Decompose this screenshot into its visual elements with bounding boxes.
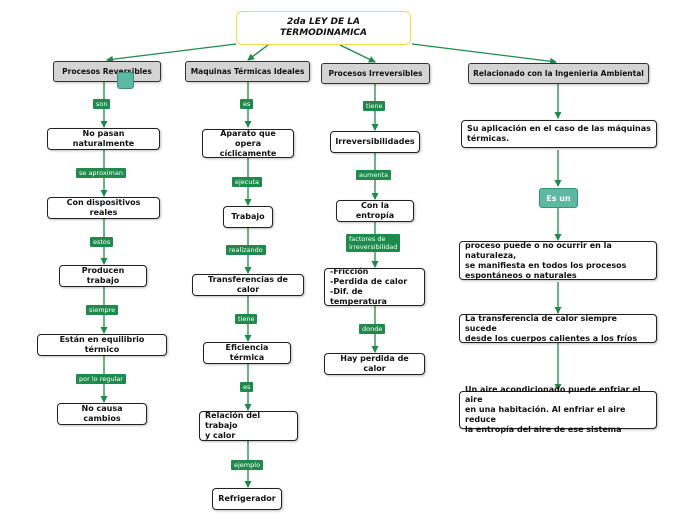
node-eficiencia-termica: Eficiencia térmica (203, 342, 291, 364)
node-relacion-trabajo-calor: Relación del trabajo y calor (199, 411, 298, 441)
node-con-dispositivos-reales: Con dispositivos reales (47, 197, 160, 219)
badge-es-un: Es un (539, 188, 578, 208)
link-label-donde: donde (359, 324, 386, 334)
node-no-pasan-naturalmente: No pasan naturalmente (47, 128, 160, 150)
category-procesos-reversibles: Procesos Reversibles (53, 61, 161, 82)
node-aire-acondicionado: Un aire acondicionado puede enfriar el a… (459, 385, 657, 434)
node-equilibrio-termico: Están en equilibrio térmico (37, 334, 167, 356)
node-aparato-ciclico: Aparato que opera cíclicamente (202, 129, 294, 158)
node-transferencias-de-calor: Transferencias de calor (192, 274, 304, 296)
link-label-tiene-c2: tiene (235, 314, 258, 324)
category-ingenieria-ambiental: Relacionado con la Ingenieria Ambiental (468, 63, 649, 84)
node-no-causa-cambios: No causa cambios (57, 403, 147, 425)
node-producen-trabajo: Producen trabajo (59, 265, 147, 287)
diagram-title: 2da LEY DE LA TERMODINAMICA (236, 11, 411, 45)
link-label-es-1: es (240, 99, 254, 109)
edge-title-irreversibles (339, 44, 376, 63)
node-irreversibilidades: Irreversibilidades (330, 131, 420, 153)
node-proceso-naturaleza: proceso puede o no ocurrir en la natural… (459, 241, 657, 280)
link-label-se-aproximan: se aproximan (76, 168, 126, 178)
link-label-aumenta: aumenta (356, 170, 392, 180)
link-label-por-lo-regular: por lo regular (76, 374, 126, 384)
link-label-son: son (93, 99, 111, 109)
node-con-la-entropia: Con la entropía (336, 200, 414, 222)
link-label-ejecuta: ejecuta (232, 177, 263, 187)
link-label-realizando: realizando (226, 245, 266, 255)
node-hay-perdida-de-calor: Hay perdida de calor (324, 353, 425, 375)
node-aplicacion-maquinas-termicas: Su aplicación en el caso de las máquinas… (461, 120, 657, 148)
node-factores-lista: -Fricción -Perdida de calor -Dif. de tem… (324, 267, 425, 306)
badge-square (117, 72, 134, 89)
category-procesos-irreversibles: Procesos Irreversibles (321, 63, 430, 84)
edge-title-maquinas (247, 44, 269, 61)
edge-title-reversibles (106, 43, 237, 63)
link-label-factores-irreversibilidad: factores de irreversibilidad (346, 234, 401, 252)
node-transferencia-calor-frio: La transferencia de calor siempre sucede… (459, 314, 657, 343)
link-label-es-2: es (240, 382, 254, 392)
link-label-estos: estos (90, 237, 114, 247)
link-label-siempre: siempre (86, 305, 119, 315)
category-maquinas-termicas: Maquinas Térmicas Ideales (185, 61, 310, 82)
link-label-ejemplo: ejemplo (231, 460, 264, 470)
node-refrigerador: Refrigerador (212, 488, 282, 510)
link-label-tiene-c3: tiene (363, 101, 386, 111)
edge-title-ambiental (411, 43, 557, 65)
node-trabajo: Trabajo (223, 206, 273, 228)
